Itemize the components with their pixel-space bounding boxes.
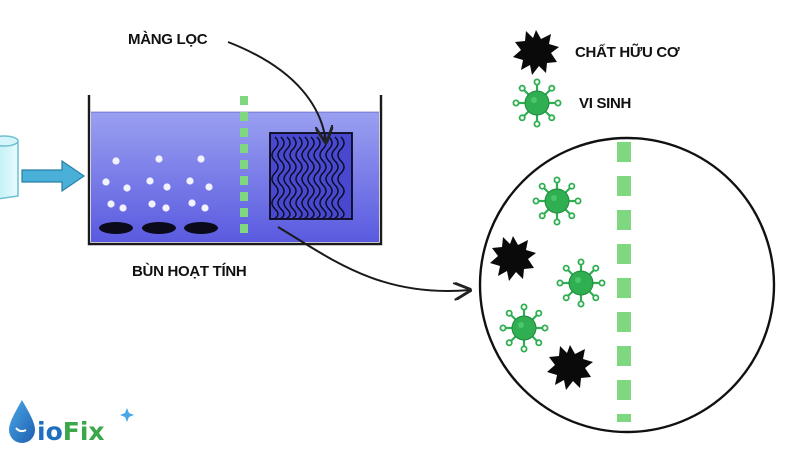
zoom-view <box>478 136 776 434</box>
microbe-icon <box>499 303 549 353</box>
legend: CHẤT HỮU CƠ VI SINH <box>512 30 680 128</box>
microbe-legend-label: VI SINH <box>579 95 631 112</box>
membrane-pointer-arrow <box>227 41 326 142</box>
zoom-arrow <box>277 226 470 291</box>
organic-legend-label: CHẤT HỮU CƠ <box>575 43 680 61</box>
inlet-tank <box>0 135 19 200</box>
organic-matter-icon <box>513 30 559 75</box>
basin-wall <box>87 95 383 246</box>
droplet-icon <box>9 400 35 443</box>
microbe-icon <box>532 176 582 226</box>
sludge-label: BÙN HOẠT TÍNH <box>132 262 246 280</box>
diffusers <box>99 222 218 234</box>
biofix-logo: ioFix <box>9 400 134 446</box>
aeration-basin <box>87 95 383 246</box>
membrane-module <box>269 132 353 220</box>
air-bubbles <box>102 155 213 212</box>
logo-text: ioFix <box>37 417 105 446</box>
inlet-arrow <box>21 159 86 193</box>
membrane-label: MÀNG LỌC <box>128 31 208 48</box>
microbe-icon <box>512 78 562 128</box>
microbe-icon <box>556 258 606 308</box>
sparkle-icon <box>120 408 134 422</box>
